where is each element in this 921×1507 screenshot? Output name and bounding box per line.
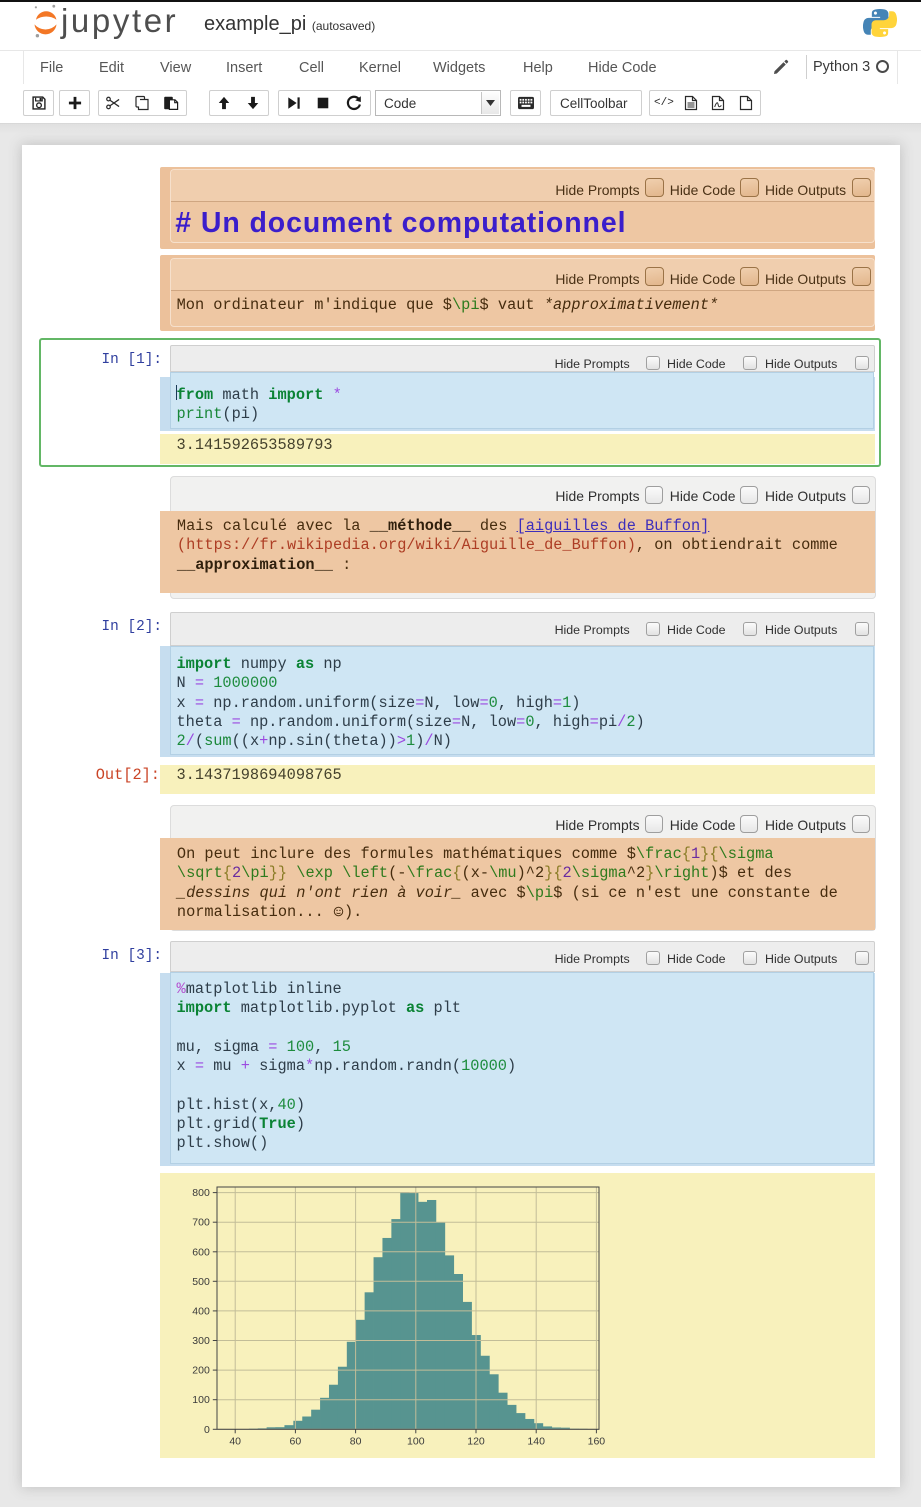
svg-text:jupyter: jupyter <box>60 4 178 39</box>
svg-text:100: 100 <box>192 1394 210 1406</box>
svg-text:60: 60 <box>290 1435 302 1447</box>
svg-text:80: 80 <box>350 1435 362 1447</box>
svg-text:300: 300 <box>192 1335 210 1347</box>
svg-text:100: 100 <box>407 1435 425 1447</box>
svg-text:40: 40 <box>229 1435 241 1447</box>
svg-text:800: 800 <box>192 1187 210 1199</box>
svg-text:120: 120 <box>467 1435 485 1447</box>
svg-text:400: 400 <box>192 1305 210 1317</box>
svg-text:0: 0 <box>204 1424 210 1436</box>
svg-text:160: 160 <box>588 1435 606 1447</box>
svg-text:500: 500 <box>192 1276 210 1288</box>
svg-text:200: 200 <box>192 1365 210 1377</box>
svg-text:140: 140 <box>527 1435 545 1447</box>
svg-text:600: 600 <box>192 1246 210 1258</box>
svg-text:700: 700 <box>192 1217 210 1229</box>
